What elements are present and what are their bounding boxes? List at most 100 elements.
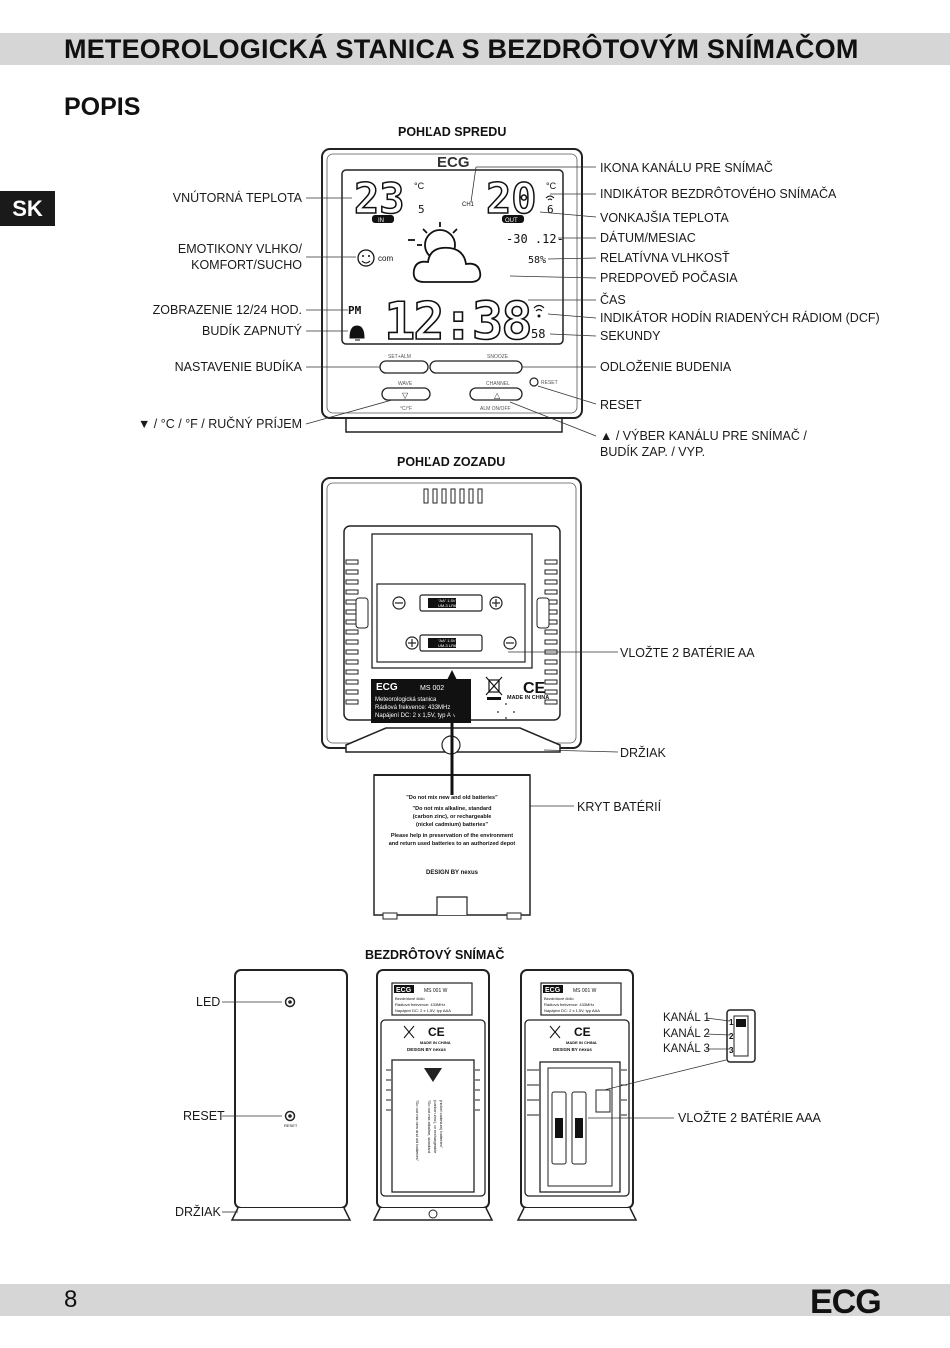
back-plate-brand: ECG xyxy=(376,682,398,693)
label-emoticons-1: EMOTIKONY VLHKO/ xyxy=(177,242,302,256)
label-alarm-on: BUDÍK ZAPNUTÝ xyxy=(201,324,302,338)
comfort-smiley-icon xyxy=(357,249,375,267)
front-view-drawing: ECG 23 °C 5 IN CH1 20 °C 6 OUT -30 .12- … xyxy=(305,148,597,437)
label-insert-aaa: VLOŽTE 2 BATÉRIE AAA xyxy=(678,1111,821,1125)
btn-snooze-label: SNOOZE xyxy=(487,354,509,360)
ce-mark-icon: CE xyxy=(523,680,546,697)
sensor-plate-line3-b: Napájení DC: 2 x 1,5V, typ AAA xyxy=(544,1008,600,1013)
reset-small-label: RESET xyxy=(541,380,558,386)
label-battery-cover: KRYT BATÉRIÍ xyxy=(577,800,662,814)
sensor-design-by-b: DESIGN BY nexus xyxy=(553,1047,592,1052)
cover-line4: (nickel cadmium) batteries" xyxy=(416,822,488,828)
cover-line1: "Do not mix new and old batteries" xyxy=(406,795,498,801)
comfort-label: com xyxy=(378,254,393,263)
sensor-plate-line1-a: Bezdrôtové čidlo xyxy=(395,996,425,1001)
in-tag: IN xyxy=(378,218,384,224)
sensor-cover-text-1: "Do not mix new and old batteries" xyxy=(415,1100,420,1162)
humidity-display: 58% xyxy=(528,255,546,266)
wireless-indicator-icon xyxy=(545,195,555,201)
weee-bin-icon xyxy=(485,676,503,696)
label-channel-icon: IKONA KANÁLU PRE SNÍMAČ xyxy=(600,161,773,175)
svg-text:CE: CE xyxy=(574,1025,591,1039)
title-bar xyxy=(0,33,950,65)
up-arrow-icon: △ xyxy=(494,391,501,400)
label-12-24: ZOBRAZENIE 12/24 HOD. xyxy=(152,303,302,317)
label-dcf: INDIKÁTOR HODÍN RIADENÝCH RÁDIOM (DCF) xyxy=(600,311,880,325)
sensor-cover-text-2: "Do not mix alkaline, standard xyxy=(427,1100,432,1153)
label-emoticons-2: KOMFORT/SUCHO xyxy=(191,258,302,272)
page-title: METEOROLOGICKÁ STANICA S BEZDRÔTOVÝM SNÍ… xyxy=(64,34,859,64)
label-led: LED xyxy=(196,995,221,1009)
label-sensor-reset: RESET xyxy=(183,1109,225,1123)
sensor-plate-line3-a: Napájení DC: 2 x 1,5V, typ AAA xyxy=(395,1008,451,1013)
battery-aa-label: UM-3 LR6 xyxy=(438,603,457,608)
back-plate-line1: Meteorologická stanica xyxy=(375,697,437,703)
alarm-bell-icon xyxy=(349,325,365,341)
sensor-drawing: RESET ECG MS 001 W Bezdrôtové čidlo Rádi… xyxy=(222,969,756,1221)
back-view-drawing: ECG MS 002 Meteorologická stanica Rádiov… xyxy=(321,477,619,920)
label-snooze: ODLOŽENIE BUDENIA xyxy=(600,360,732,374)
sensor-plate-model-b: MS 001 W xyxy=(573,988,597,994)
sensor-cover-text-4: (nickel cadmium) batteries" xyxy=(439,1100,444,1149)
svg-text:CE: CE xyxy=(428,1025,445,1039)
sensor-plate-line1-b: Bezdrôtové čidlo xyxy=(544,996,574,1001)
front-view-heading: POHĽAD SPREDU xyxy=(398,125,507,139)
footer-logo: ECG xyxy=(810,1283,882,1321)
channel-switch-2: 2 xyxy=(729,1032,734,1041)
indoor-decimal: 5 xyxy=(418,203,425,216)
sensor-heading: BEZDRÔTOVÝ SNÍMAČ xyxy=(365,948,505,962)
back-plate-model: MS 002 xyxy=(420,685,444,692)
sensor-plate-brand-a: ECG xyxy=(396,987,412,994)
label-insert-aa: VLOŽTE 2 BATÉRIE AA xyxy=(620,646,755,660)
cover-line6: and return used batteries to an authoriz… xyxy=(389,841,516,847)
battery-aa-label: "AA" 1.5V xyxy=(438,638,456,643)
label-forecast: PREDPOVEĎ POČASIA xyxy=(600,271,738,285)
sensor-made-in-a: MADE IN CHINA xyxy=(420,1040,451,1045)
sensor-design-by-a: DESIGN BY nexus xyxy=(407,1047,446,1052)
date-display: -30 .12- xyxy=(506,232,564,246)
section-title: POPIS xyxy=(64,93,141,121)
btn-set-alm-label: SET+ALM xyxy=(388,354,411,360)
channel-switch-1: 1 xyxy=(729,1018,734,1027)
label-channel-3: KANÁL 3 xyxy=(663,1043,710,1055)
language-tab: SK xyxy=(0,191,55,226)
label-wireless-indicator: INDIKÁTOR BEZDRÔTOVÉHO SNÍMAČA xyxy=(600,187,837,201)
sensor-made-in-b: MADE IN CHINA xyxy=(566,1040,597,1045)
btn-cf-label: °C/°F xyxy=(400,406,412,412)
label-time: ČAS xyxy=(600,293,626,307)
page-number: 8 xyxy=(64,1286,78,1313)
up-button xyxy=(469,387,523,401)
label-stand-back: DRŽIAK xyxy=(620,746,666,760)
cover-design-by: DESIGN BY nexus xyxy=(426,870,479,876)
pm-indicator: PM xyxy=(348,304,362,317)
label-channel-1: KANÁL 1 xyxy=(663,1012,710,1024)
down-button xyxy=(381,387,431,401)
channel-tag: CH1 xyxy=(462,202,475,208)
indoor-unit: °C xyxy=(414,181,425,191)
sensor-cover-text-3: (carbon zinc), or rechargeable xyxy=(433,1100,438,1154)
weather-forecast-icon xyxy=(408,222,482,283)
label-indoor-temp: VNÚTORNÁ TEPLOTA xyxy=(172,191,302,205)
cover-line5: Please help in preservation of the envir… xyxy=(391,833,513,839)
label-humidity: RELATÍVNA VLHKOSŤ xyxy=(600,251,730,265)
label-up-channel-2: BUDÍK ZAP. / VYP. xyxy=(600,445,706,459)
label-date: DÁTUM/MESIAC xyxy=(600,231,696,245)
btn-wave-label: WAVE xyxy=(398,381,413,387)
label-up-channel-1: ▲ / VÝBER KANÁLU PRE SNÍMAČ / xyxy=(600,429,807,443)
sensor-reset-tiny: RESET xyxy=(284,1123,298,1128)
channel-switch-3: 3 xyxy=(729,1046,734,1055)
btn-alm-onoff-label: ALM ON/OFF xyxy=(480,406,511,412)
cover-line2: "Do not mix alkaline, standard xyxy=(412,806,491,812)
label-channel-2: KANÁL 2 xyxy=(663,1028,710,1040)
back-view-heading: POHĽAD ZOZADU xyxy=(397,455,506,469)
sensor-plate-brand-b: ECG xyxy=(545,987,561,994)
dcf-radio-icon xyxy=(533,304,545,312)
sensor-plate-model-a: MS 001 W xyxy=(424,988,448,994)
label-seconds: SEKUNDY xyxy=(600,329,661,343)
sensor-plate-line2-a: Rádiová frekvence: 433MHz xyxy=(395,1002,445,1007)
back-made-in: MADE IN CHINA xyxy=(507,695,549,701)
label-outdoor-temp: VONKAJŠIA TEPLOTA xyxy=(600,211,729,225)
back-plate-line2: Rádiová frekvence: 433MHz xyxy=(375,705,450,711)
out-tag: OUT xyxy=(505,218,518,224)
outdoor-unit: °C xyxy=(546,181,557,191)
